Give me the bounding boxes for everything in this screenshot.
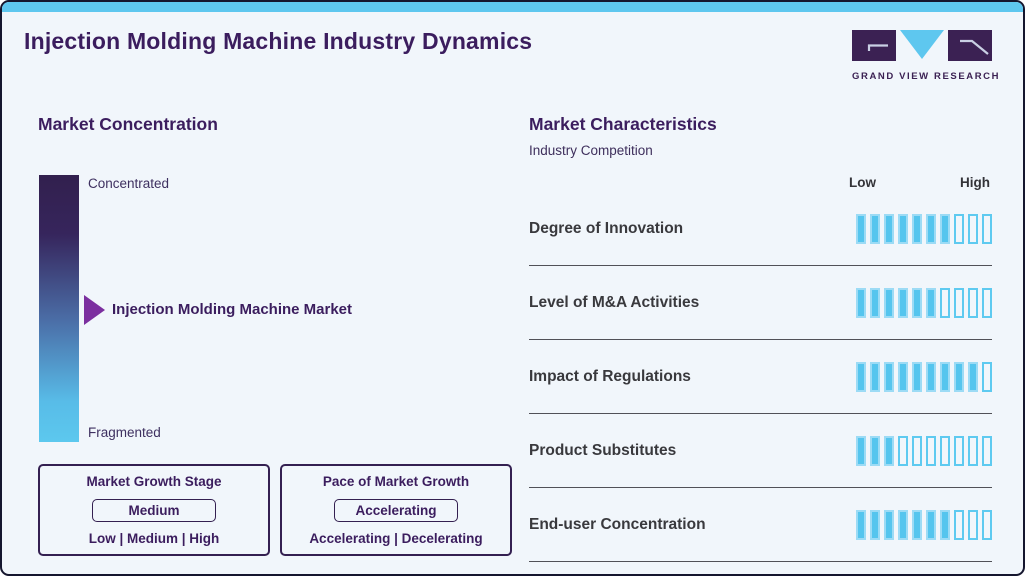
rating-segment-filled — [884, 361, 894, 392]
rating-segment-empty — [954, 509, 964, 540]
rating-bars — [856, 287, 992, 318]
rating-segment-filled — [940, 361, 950, 392]
rating-segment-filled — [856, 287, 866, 318]
scale-label-fragmented: Fragmented — [88, 425, 161, 440]
rating-bars — [856, 509, 992, 540]
page-title: Injection Molding Machine Industry Dynam… — [24, 28, 533, 54]
rating-segment-filled — [926, 287, 936, 318]
market-characteristics-heading: Market Characteristics — [529, 114, 717, 134]
rating-segment-filled — [912, 213, 922, 244]
gvr-logo: GRAND VIEW RESEARCH — [852, 30, 1001, 82]
rating-segment-filled — [884, 213, 894, 244]
rating-segment-filled — [870, 287, 880, 318]
pace-of-growth-box: Pace of Market Growth Accelerating Accel… — [280, 464, 512, 556]
rating-segment-filled — [870, 361, 880, 392]
market-position-arrow-icon — [84, 295, 105, 325]
market-growth-stage-box: Market Growth Stage Medium Low | Medium … — [38, 464, 270, 556]
rating-segment-filled — [968, 361, 978, 392]
rating-segment-filled — [926, 213, 936, 244]
rating-segment-filled — [912, 361, 922, 392]
top-accent-bar — [2, 2, 1023, 12]
rating-segment-empty — [968, 287, 978, 318]
scale-label-concentrated: Concentrated — [88, 176, 170, 191]
rating-segment-filled — [954, 361, 964, 392]
row-label: Degree of Innovation — [529, 219, 684, 237]
rating-segment-filled — [870, 435, 880, 466]
growth-stage-title: Market Growth Stage — [86, 474, 222, 489]
rating-segment-empty — [940, 287, 950, 318]
rating-segment-filled — [898, 361, 908, 392]
rating-bars — [856, 213, 992, 244]
rating-segment-filled — [912, 509, 922, 540]
rating-bars — [856, 361, 992, 392]
row-label: Level of M&A Activities — [529, 293, 700, 311]
logo-wordmark: GRAND VIEW RESEARCH — [852, 71, 1001, 82]
rating-segment-filled — [856, 213, 866, 244]
concentration-gradient-bar — [39, 175, 79, 442]
row-label: Impact of Regulations — [529, 367, 691, 385]
gvr-logo-icon — [852, 30, 992, 61]
rating-segment-empty — [954, 213, 964, 244]
rating-segment-empty — [954, 287, 964, 318]
market-concentration-heading: Market Concentration — [38, 114, 218, 134]
concentration-scale: Concentrated Fragmented Injection Moldin… — [39, 175, 489, 442]
pace-options: Accelerating | Decelerating — [309, 531, 483, 546]
rating-segment-empty — [968, 213, 978, 244]
rating-segment-filled — [926, 361, 936, 392]
rating-segment-empty — [940, 435, 950, 466]
rating-segment-filled — [884, 509, 894, 540]
table-row: Degree of Innovation — [529, 192, 992, 266]
row-label: Product Substitutes — [529, 441, 677, 459]
rating-segment-filled — [870, 213, 880, 244]
scale-high-label: High — [960, 175, 990, 190]
rating-segment-empty — [898, 435, 908, 466]
pace-selected-value: Accelerating — [334, 498, 458, 522]
scale-low-label: Low — [849, 175, 876, 190]
rating-segment-filled — [856, 435, 866, 466]
characteristics-table: Degree of Innovation Level of M&A Activi… — [529, 192, 992, 562]
rating-segment-empty — [926, 435, 936, 466]
growth-stage-options: Low | Medium | High — [88, 531, 220, 546]
rating-segment-filled — [856, 509, 866, 540]
rating-segment-empty — [968, 509, 978, 540]
rating-segment-filled — [926, 509, 936, 540]
rating-segment-filled — [940, 509, 950, 540]
growth-stage-selected-value: Medium — [92, 498, 216, 522]
rating-bars — [856, 435, 992, 466]
market-position-label: Injection Molding Machine Market — [112, 301, 353, 318]
rating-segment-empty — [912, 435, 922, 466]
rating-segment-filled — [870, 509, 880, 540]
rating-segment-empty — [968, 435, 978, 466]
rating-segment-empty — [982, 509, 992, 540]
rating-segment-filled — [912, 287, 922, 318]
table-row: Level of M&A Activities — [529, 266, 992, 340]
rating-segment-empty — [982, 287, 992, 318]
rating-segment-filled — [898, 509, 908, 540]
rating-segment-empty — [954, 435, 964, 466]
rating-segment-empty — [982, 361, 992, 392]
rating-segment-filled — [884, 287, 894, 318]
table-row: Impact of Regulations — [529, 340, 992, 414]
rating-segment-filled — [856, 361, 866, 392]
table-row: Product Substitutes — [529, 414, 992, 488]
row-label: End-user Concentration — [529, 515, 706, 533]
rating-segment-filled — [898, 287, 908, 318]
rating-segment-filled — [940, 213, 950, 244]
rating-segment-filled — [898, 213, 908, 244]
rating-scale-header: Low High — [849, 175, 990, 190]
rating-segment-empty — [982, 213, 992, 244]
pace-title: Pace of Market Growth — [322, 474, 470, 489]
rating-segment-empty — [982, 435, 992, 466]
rating-segment-filled — [884, 435, 894, 466]
table-row: End-user Concentration — [529, 488, 992, 562]
industry-competition-subheading: Industry Competition — [529, 143, 653, 158]
